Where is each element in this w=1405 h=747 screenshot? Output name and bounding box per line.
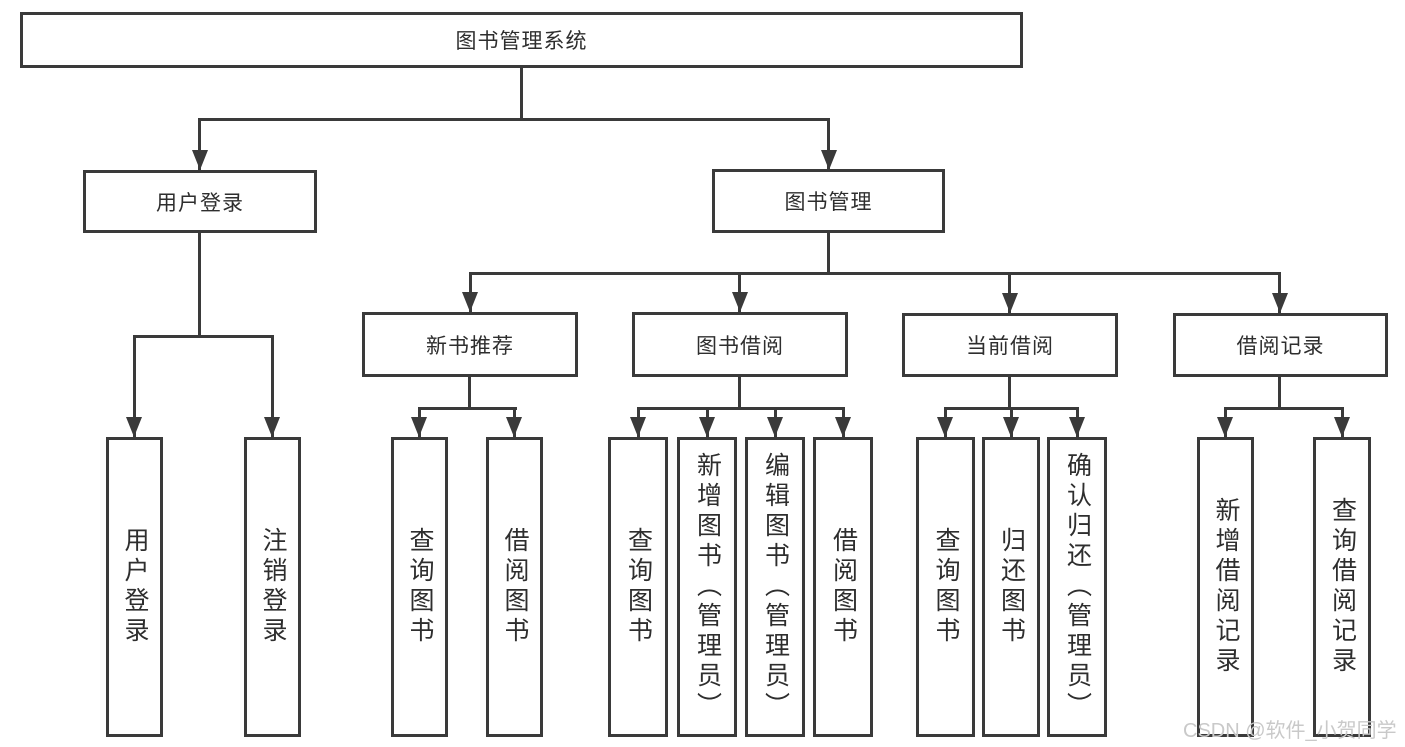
arrow-down-icon: [630, 417, 646, 437]
leaf-label: 借阅图书: [501, 527, 529, 647]
connector-bar: [637, 407, 845, 410]
arrow-down-icon: [767, 417, 783, 437]
leaf-logout: 注销登录: [244, 437, 301, 737]
leaf-label: 查询图书: [406, 527, 434, 647]
leaf-edit-books-admin: 编辑图书（管理员）: [745, 437, 805, 737]
leaf-query-books: 查询图书: [608, 437, 668, 737]
leaf-label: 编辑图书（管理员）: [761, 452, 790, 722]
node-borrowing-records: 借阅记录: [1173, 313, 1388, 377]
connector-root-stem: [520, 68, 523, 118]
leaf-borrow-books: 借阅图书: [813, 437, 873, 737]
node-user-login: 用户登录: [83, 170, 317, 233]
node-label: 借阅记录: [1236, 335, 1325, 358]
leaf-label: 注销登录: [259, 527, 287, 647]
leaf-label: 查询图书: [624, 527, 653, 647]
leaf-label: 新增图书（管理员）: [693, 452, 722, 722]
node-label: 当前借阅: [966, 335, 1054, 358]
arrow-down-icon: [732, 292, 748, 312]
node-label: 用户登录: [156, 191, 244, 215]
connector-bar: [1224, 407, 1344, 410]
connector-stem: [198, 233, 201, 335]
leaf-label: 查询图书: [932, 527, 960, 647]
arrow-down-icon: [835, 417, 851, 437]
arrow-down-icon: [264, 417, 280, 437]
connector-stem: [738, 377, 741, 407]
arrow-down-icon: [1003, 417, 1019, 437]
connector-stem: [1278, 377, 1281, 407]
leaf-query-books: 查询图书: [391, 437, 448, 737]
leaf-user-login: 用户登录: [106, 437, 163, 737]
leaf-add-borrow-record: 新增借阅记录: [1197, 437, 1254, 737]
leaf-add-books-admin: 新增图书（管理员）: [677, 437, 737, 737]
connector-stem: [198, 118, 201, 170]
leaf-label: 用户登录: [121, 527, 149, 647]
node-book-borrowing: 图书借阅: [632, 312, 848, 377]
leaf-query-borrow-record: 查询借阅记录: [1313, 437, 1371, 737]
leaf-borrow-books: 借阅图书: [486, 437, 543, 737]
leaf-label: 查询借阅记录: [1328, 497, 1357, 677]
leaf-confirm-return-admin: 确认归还（管理员）: [1047, 437, 1107, 737]
connector-stem: [133, 335, 136, 437]
arrow-down-icon: [699, 417, 715, 437]
connector-stem: [1278, 272, 1281, 313]
arrow-down-icon: [411, 417, 427, 437]
node-label: 图书管理: [784, 191, 873, 214]
connector-stem: [468, 377, 471, 407]
leaf-query-books: 查询图书: [916, 437, 975, 737]
node-label: 图书借阅: [696, 334, 784, 358]
arrow-down-icon: [1334, 417, 1350, 437]
connector-stem: [271, 335, 274, 437]
arrow-down-icon: [462, 292, 478, 312]
arrow-down-icon: [192, 150, 208, 170]
connector-root-bar: [198, 118, 830, 121]
node-current-borrowing: 当前借阅: [902, 313, 1118, 377]
arrow-down-icon: [1069, 417, 1085, 437]
leaf-label: 借阅图书: [829, 527, 858, 647]
arrow-down-icon: [126, 417, 142, 437]
arrow-down-icon: [1002, 293, 1018, 313]
node-new-book-recommendation: 新书推荐: [362, 312, 578, 377]
connector-bar: [133, 335, 274, 338]
connector-stem: [1008, 272, 1011, 313]
arrow-down-icon: [821, 150, 837, 170]
arrow-down-icon: [506, 417, 522, 437]
connector-stem: [827, 118, 830, 170]
connector-bar: [418, 407, 517, 410]
leaf-label: 新增借阅记录: [1212, 497, 1240, 677]
node-label: 新书推荐: [426, 334, 514, 358]
leaf-label: 确认归还（管理员）: [1063, 452, 1092, 722]
connector-bar: [469, 272, 1281, 275]
arrow-down-icon: [1217, 417, 1233, 437]
connector-stem: [827, 233, 830, 272]
node-book-management: 图书管理: [712, 169, 945, 233]
connector-stem: [1008, 377, 1011, 407]
leaf-label: 归还图书: [997, 527, 1026, 647]
leaf-return-books: 归还图书: [982, 437, 1040, 737]
arrow-down-icon: [937, 417, 953, 437]
arrow-down-icon: [1272, 293, 1288, 313]
node-library-management-system: 图书管理系统: [20, 12, 1023, 68]
node-label: 图书管理系统: [455, 30, 588, 53]
csdn-watermark: CSDN @软件_小贺同学: [1183, 720, 1397, 742]
